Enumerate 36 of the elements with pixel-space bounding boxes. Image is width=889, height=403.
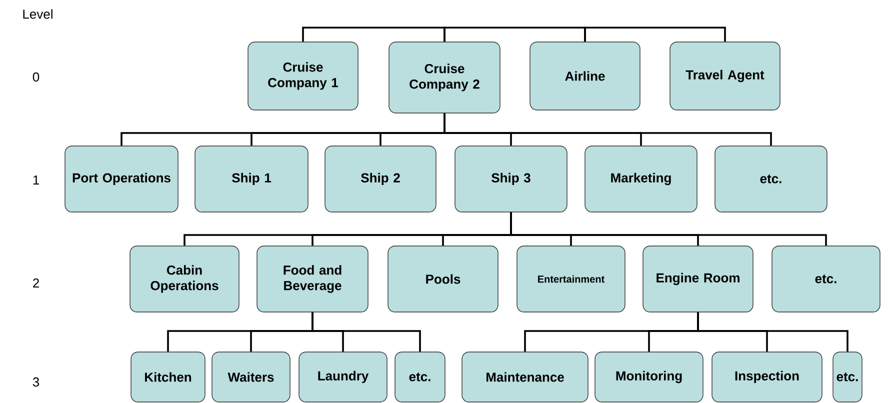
org-box: Engine Room	[642, 246, 754, 312]
org-box: Entertainment	[516, 246, 626, 312]
org-box: etc.	[714, 146, 828, 212]
org-box: etc.	[832, 352, 862, 402]
org-box: Pools	[388, 246, 498, 312]
connector-line	[444, 26, 586, 42]
org-box: Cruise Company 1	[248, 42, 358, 110]
org-box: Ship 3	[454, 146, 568, 212]
connector-line	[444, 113, 772, 146]
org-box: Ship 2	[324, 146, 436, 212]
org-box: Kitchen	[130, 352, 206, 402]
org-box: Cabin Operations	[130, 246, 240, 312]
org-box: Cruise Company 2	[388, 42, 500, 114]
org-box: Laundry	[298, 352, 388, 402]
org-box: Airline	[530, 42, 640, 110]
connector-line	[697, 312, 848, 352]
org-box: Food and Beverage	[256, 246, 368, 312]
level-label: 2	[33, 278, 39, 288]
org-box: Waiters	[212, 352, 290, 402]
level-label: 3	[32, 377, 40, 387]
level-label: 0	[32, 72, 40, 82]
org-box: etc.	[394, 352, 446, 402]
org-box: Maintenance	[462, 352, 588, 402]
org-box: Port Operations	[64, 146, 178, 212]
org-box: Inspection	[712, 352, 822, 402]
connector-line	[510, 212, 827, 246]
org-box: Ship 1	[194, 146, 308, 212]
org-box: Marketing	[584, 146, 698, 212]
org-box: Travel Agent	[670, 42, 780, 110]
org-box: etc.	[772, 246, 880, 312]
level-label: Level	[23, 9, 52, 19]
connector-line	[302, 26, 446, 42]
connector-line	[312, 312, 421, 352]
connector-line	[584, 26, 726, 42]
level-label: 1	[33, 176, 39, 184]
org-box: Monitoring	[594, 352, 704, 402]
